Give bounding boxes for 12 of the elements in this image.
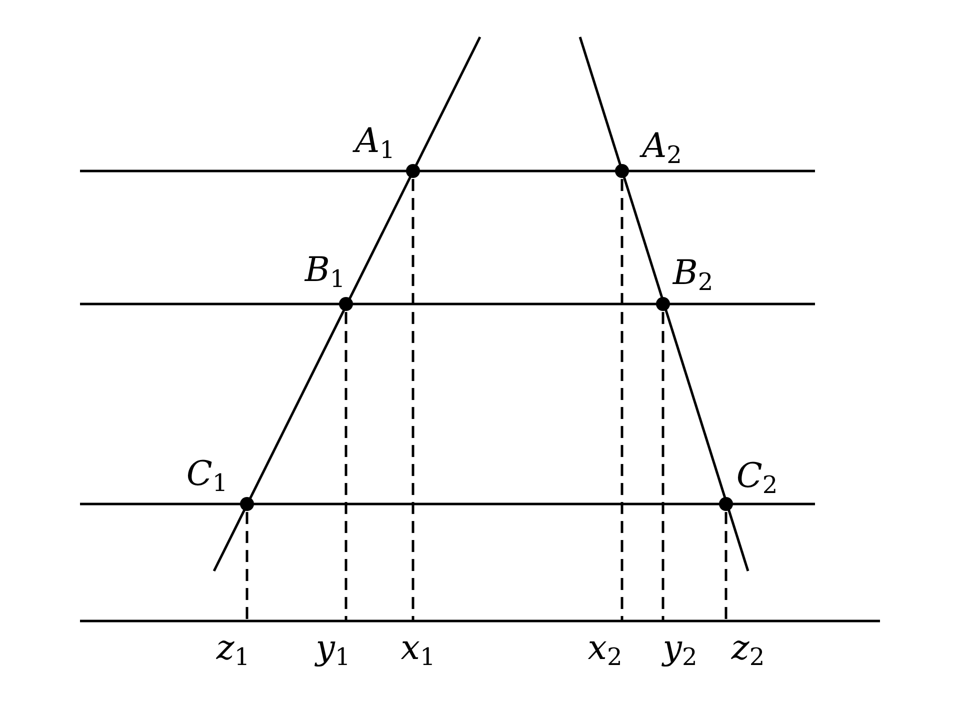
axis-label: y$_{2}$ bbox=[662, 631, 698, 669]
axis-label: x$_{2}$ bbox=[588, 631, 622, 669]
point-label: B$_{1}$ bbox=[304, 253, 346, 291]
point-label: C$_{2}$ bbox=[736, 459, 778, 497]
point-label: B$_{2}$ bbox=[672, 256, 714, 294]
point-label: A$_{2}$ bbox=[642, 129, 682, 167]
axis-label: z$_{1}$ bbox=[216, 631, 250, 669]
axis-label: z$_{2}$ bbox=[731, 631, 765, 669]
axis-label: y$_{1}$ bbox=[316, 631, 350, 669]
point-label: C$_{1}$ bbox=[186, 457, 228, 495]
point-label: A$_{1}$ bbox=[355, 124, 395, 162]
axis-label: x$_{1}$ bbox=[400, 631, 436, 669]
